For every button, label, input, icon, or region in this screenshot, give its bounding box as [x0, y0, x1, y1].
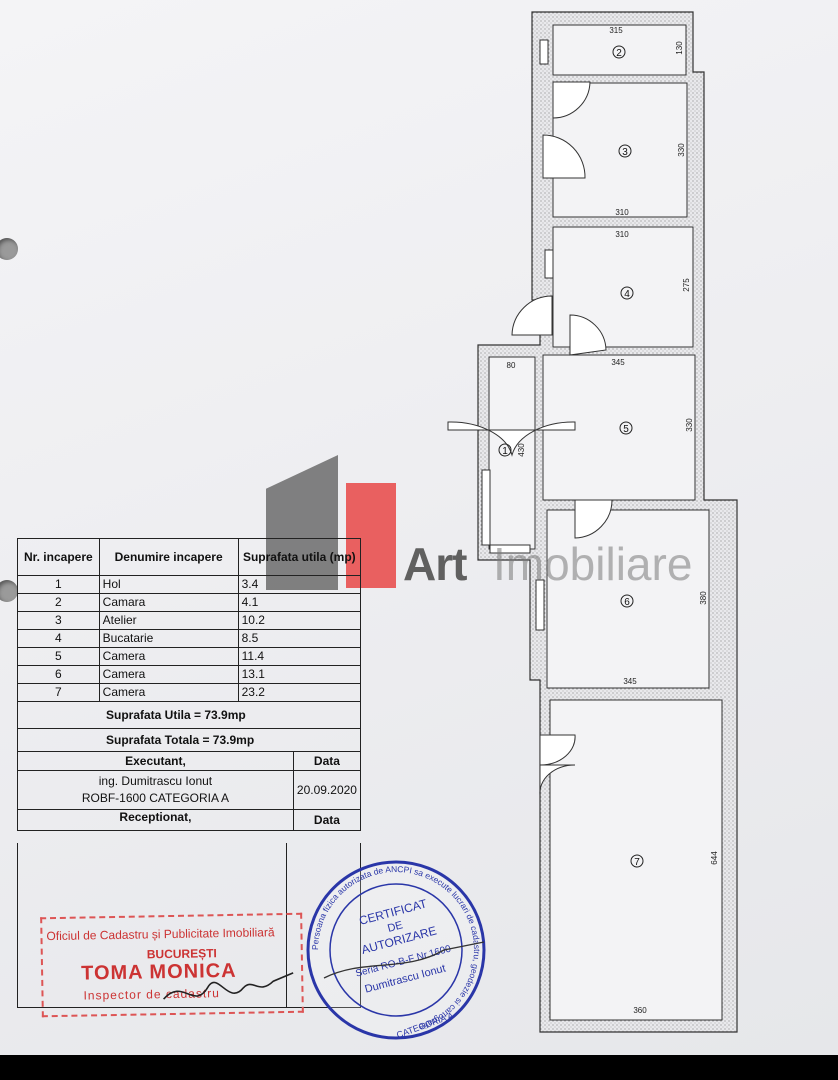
total-useful-area: Suprafata Utila = 73.9mp [17, 701, 361, 729]
window [481, 469, 491, 546]
header-nr: Nr. incapere [17, 538, 100, 576]
room-number: 3 [622, 147, 628, 158]
table-row: 5 Camera 11.4 [17, 647, 362, 666]
room-number: 2 [616, 48, 622, 59]
room-number: 6 [624, 597, 630, 608]
door-swings [447, 81, 613, 796]
room-number: 7 [634, 857, 640, 868]
data-label-2: Data [292, 809, 362, 831]
signature-area [17, 843, 361, 1008]
inspector-stamp: Oficiul de Cadastru și Publicitate Imobi… [40, 912, 304, 1018]
row-name: Camera [98, 683, 239, 702]
row-area: 10.2 [237, 611, 362, 630]
executant-name: ing. Dumitrascu Ionut [98, 774, 213, 788]
dimension: 130 [675, 41, 684, 55]
room-number: 1 [502, 446, 508, 457]
room-number: 5 [623, 424, 629, 435]
table-row: 4 Bucatarie 8.5 [17, 629, 362, 648]
header-area: Suprafata utila (mp) [237, 538, 362, 576]
table-row: 1 Hol 3.4 [17, 575, 362, 594]
dimension: 644 [710, 851, 719, 865]
row-name: Hol [98, 575, 239, 594]
dimension: 430 [517, 443, 526, 457]
row-nr: 7 [17, 683, 100, 702]
row-name: Atelier [98, 611, 239, 630]
row-area: 23.2 [237, 683, 362, 702]
dimension: 330 [677, 143, 686, 157]
row-name: Camera [98, 665, 239, 684]
row-area: 13.1 [237, 665, 362, 684]
executant-date: 20.09.2020 [292, 770, 362, 810]
row-area: 4.1 [237, 593, 362, 612]
room-6 [546, 509, 710, 689]
stamp-de: DE [386, 919, 404, 935]
row-name: Camara [98, 593, 239, 612]
dimension: 345 [623, 677, 637, 686]
room-number: 4 [624, 289, 630, 300]
dimension: 310 [615, 208, 629, 217]
handwritten-signature [162, 972, 294, 1000]
room-2 [552, 24, 687, 76]
total-area: Suprafata Totala = 73.9mp [17, 728, 361, 752]
dimension: 80 [507, 361, 516, 370]
table-row: 6 Camera 13.1 [17, 665, 362, 684]
authorization-stamp: Persoana fizica autorizata de ANCPI sa e… [304, 858, 488, 1042]
dimension: 310 [615, 230, 629, 239]
window [539, 39, 549, 65]
window [535, 579, 545, 631]
row-nr: 4 [17, 629, 100, 648]
row-area: 11.4 [237, 647, 362, 666]
table-row: 7 Camera 23.2 [17, 683, 362, 702]
room-number-markers: 2 3 4 1 5 6 7 [498, 45, 644, 868]
dimension: 360 [633, 1006, 647, 1015]
row-nr: 2 [17, 593, 100, 612]
table-row: 3 Atelier 10.2 [17, 611, 362, 630]
document-sheet: 2 3 4 1 5 6 7 315 130 330 310 310 275 80… [0, 0, 838, 1055]
dimension: 315 [609, 26, 623, 35]
punch-hole [0, 238, 18, 260]
row-name: Bucatarie [98, 629, 239, 648]
row-name: Camera [98, 647, 239, 666]
receptionat-label: Receptionat, [17, 809, 294, 831]
row-area: 3.4 [237, 575, 362, 594]
table-row: 2 Camara 4.1 [17, 593, 362, 612]
data-label: Data [292, 751, 362, 771]
row-nr: 5 [17, 647, 100, 666]
punch-hole [0, 580, 18, 602]
dimension: 275 [682, 278, 691, 292]
dimension: 345 [611, 358, 625, 367]
rooms-table: Nr. incapere Denumire incapere Suprafata… [17, 538, 362, 1008]
signature-stroke [323, 941, 485, 979]
executant-registration: ROBF-1600 CATEGORIA A [81, 791, 230, 805]
row-nr: 6 [17, 665, 100, 684]
row-area: 8.5 [237, 629, 362, 648]
dimension: 380 [699, 591, 708, 605]
row-nr: 3 [17, 611, 100, 630]
header-name: Denumire incapere [98, 538, 239, 576]
floor-plan: 2 3 4 1 5 6 7 315 130 330 310 310 275 80… [447, 11, 738, 1033]
screen-bottom-bar [0, 1055, 838, 1080]
room-7 [549, 699, 723, 1021]
row-nr: 1 [17, 575, 100, 594]
window [544, 249, 554, 279]
dimension: 330 [685, 418, 694, 432]
dimension-labels: 315 130 330 310 310 275 80 430 345 330 3… [507, 26, 719, 1015]
executant-label: Executant, [17, 751, 294, 771]
window [489, 544, 531, 554]
